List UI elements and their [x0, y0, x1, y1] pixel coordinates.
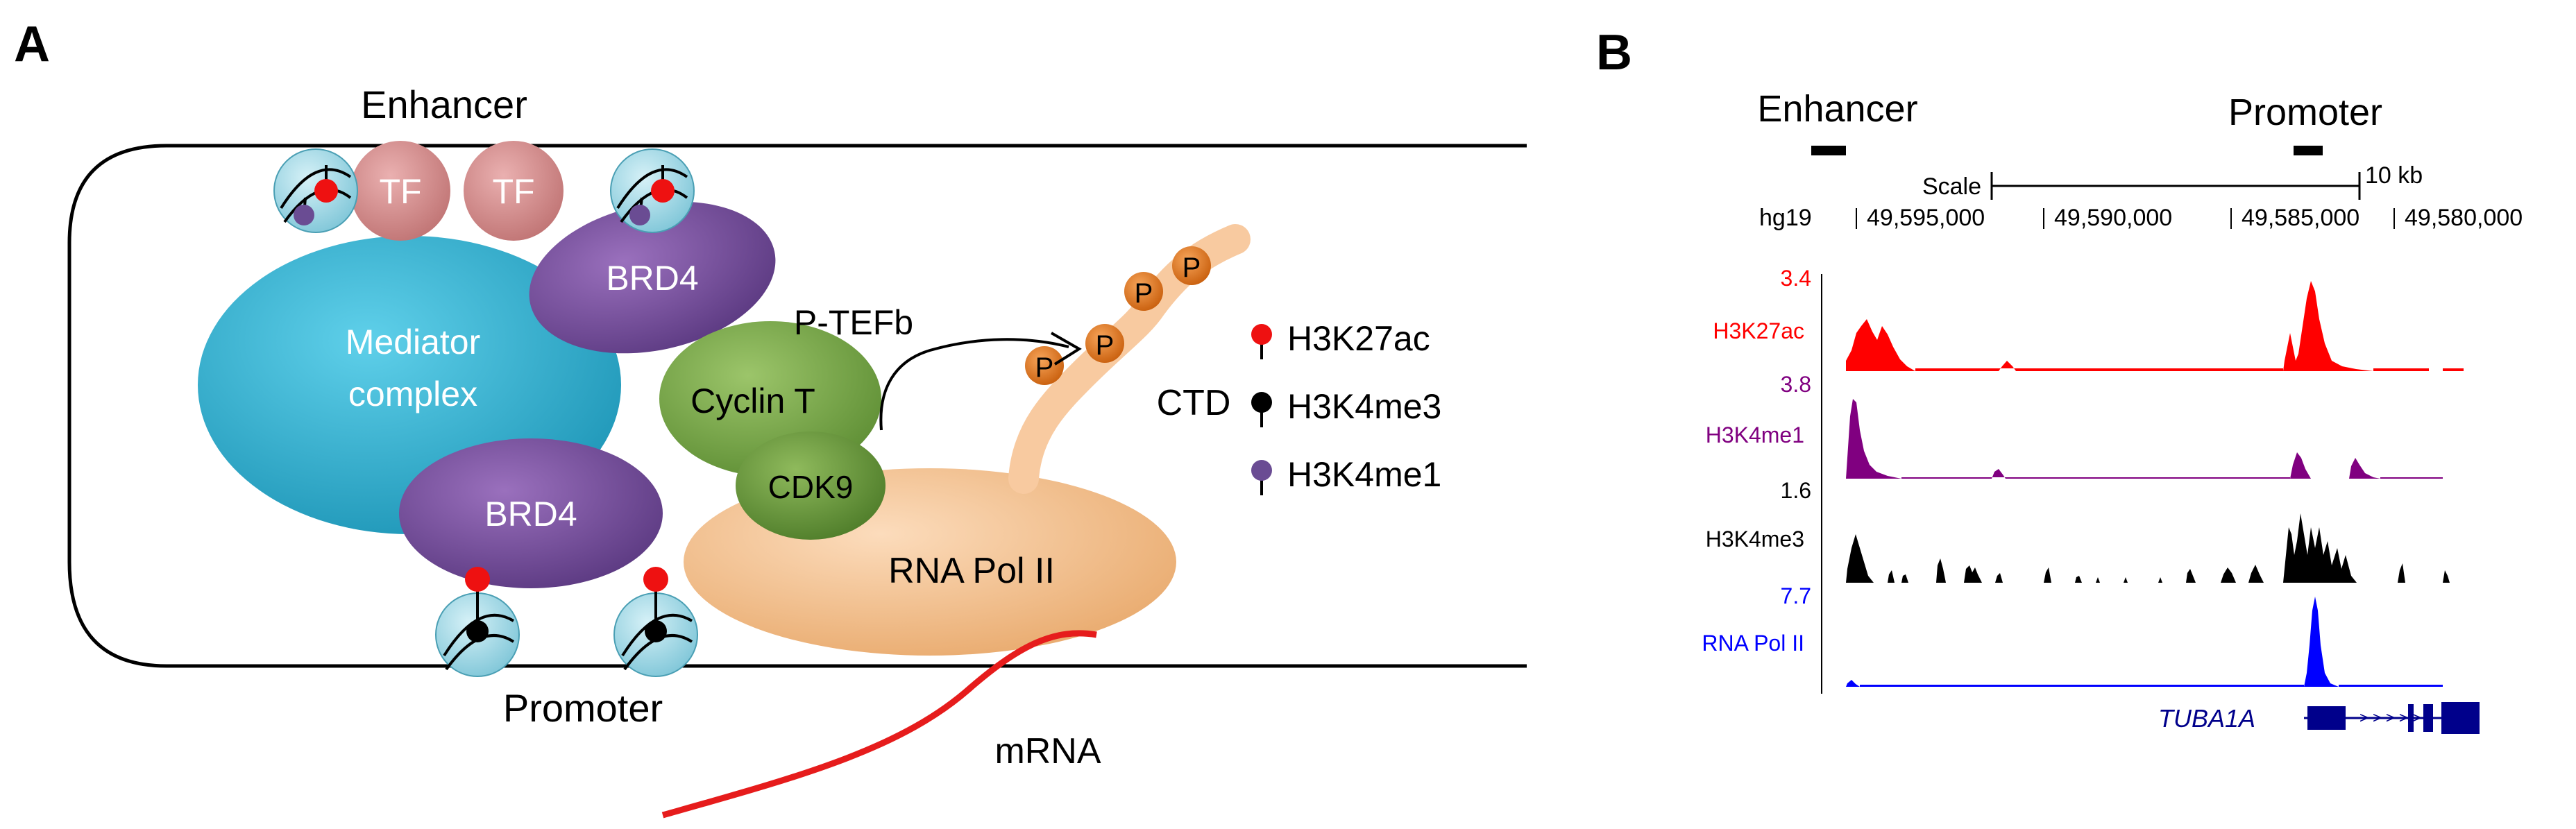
panel-a: A Enhancer Promoter Mediator complex TF …: [14, 17, 1527, 819]
signal-h3k4me1: [1846, 399, 2443, 479]
cyclin-t-label: Cyclin T: [690, 382, 815, 420]
gene-exon: [2307, 706, 2346, 730]
phosphate-label: P: [1096, 330, 1115, 361]
h3k27ac-mark: [651, 179, 675, 203]
phosphorylation-arrow: [879, 338, 1069, 431]
phospho-group-4: P: [1172, 246, 1211, 285]
assembly-label: hg19: [1759, 205, 1812, 231]
phosphate-circle: [1172, 246, 1211, 285]
mediator-label-line1: Mediator: [346, 323, 481, 361]
gene-exon: [2441, 702, 2480, 734]
rna-pol-ii-label: RNA Pol II: [888, 551, 1055, 591]
h3k4me1-mark: [629, 205, 650, 225]
nucleosome-enhancer-right: [610, 148, 695, 233]
dna-wrap: [616, 168, 688, 210]
h3k27ac-mark: [643, 567, 668, 592]
phosphate-label: P: [1135, 278, 1153, 309]
tf-circle: [464, 141, 564, 241]
track-max: 3.4: [1781, 266, 1811, 291]
mediator-label-line2: complex: [348, 375, 477, 413]
scale-label: Scale: [1922, 173, 1981, 200]
phospho-group-2: P: [1085, 324, 1124, 363]
phosphate-circle: [1124, 272, 1163, 311]
legend-swatch: [1251, 460, 1272, 481]
track-rna-pol-ii: [1846, 597, 2443, 687]
track-max: 7.7: [1781, 583, 1811, 608]
strand-arrows: > > > > >: [2359, 709, 2421, 726]
track-name: H3K4me3: [1706, 527, 1804, 552]
scale-value: 10 kb: [2365, 162, 2423, 189]
nucleosome-enhancer-left: [273, 148, 358, 233]
tf-label: TF: [379, 172, 421, 211]
panel-b-label: B: [1596, 25, 1632, 80]
track-name: H3K27ac: [1713, 318, 1804, 343]
phosphate-label: P: [1183, 253, 1201, 283]
h3k4me3-mark: [466, 620, 489, 642]
gene-exon: [2423, 704, 2433, 732]
coordinate-label: 49,595,000: [1867, 205, 1985, 231]
coordinate-label: 49,590,000: [2054, 205, 2172, 231]
legend-swatch: [1251, 324, 1272, 345]
track-max: 1.6: [1781, 478, 1811, 503]
track-h3k27ac: [1846, 281, 2464, 371]
phospho-group-3: P: [1124, 272, 1163, 311]
dna-wrap: [280, 168, 352, 210]
browser-enhancer-label: Enhancer: [1757, 88, 1917, 130]
tf-label: TF: [492, 172, 534, 211]
browser-promoter-label: Promoter: [2228, 92, 2382, 133]
promoter-label: Promoter: [503, 686, 663, 730]
promoter-region-bar: [2294, 146, 2323, 155]
track-name: H3K4me1: [1706, 422, 1804, 447]
legend-label: H3K27ac: [1287, 319, 1430, 358]
nucleosome-promoter-left: [435, 567, 520, 677]
nucleosome-promoter-right: [613, 567, 698, 677]
legend-label: H3K4me3: [1287, 387, 1441, 426]
mrna-label: mRNA: [994, 731, 1101, 771]
legend-item-h3k27ac: H3K27ac: [1251, 319, 1430, 359]
coordinate-label: 49,580,000: [2405, 205, 2523, 231]
legend-swatch: [1251, 392, 1272, 413]
phosphate-circle: [1025, 346, 1064, 385]
dna-loop-outline: [67, 144, 1527, 668]
cdk9: [736, 431, 886, 540]
gene-label: TUBA1A: [2158, 704, 2255, 733]
gene-model-tuba1a: TUBA1A > > > > >: [2158, 702, 2480, 734]
enhancer-region-bar: [1811, 146, 1846, 155]
ctd-label: CTD: [1157, 383, 1231, 423]
phosphate-label: P: [1035, 352, 1054, 383]
arrow-head: [1051, 332, 1082, 366]
tf-circle: [350, 141, 450, 241]
cdk9-label: CDK9: [768, 469, 854, 505]
ptefb-label: P-TEFb: [794, 303, 913, 342]
legend-item-h3k4me1: H3K4me1: [1251, 455, 1441, 495]
enhancer-label: Enhancer: [361, 83, 527, 126]
panel-b: B Enhancer Promoter Scale 10 kb hg19 49,…: [1596, 25, 2523, 734]
track-max: 3.8: [1781, 372, 1811, 397]
panel-a-label: A: [14, 17, 50, 72]
h3k27ac-mark: [314, 179, 338, 203]
signal-rna-pol-ii: [1846, 597, 2443, 687]
legend-item-h3k4me3: H3K4me3: [1251, 387, 1441, 427]
phospho-group-1: P: [1025, 346, 1064, 385]
track-h3k4me1: [1846, 399, 2443, 479]
brd4-label: BRD4: [606, 259, 698, 298]
signal-h3k4me3: [1846, 513, 2450, 583]
signal-h3k27ac: [1846, 281, 2464, 371]
phosphate-circle: [1085, 324, 1124, 363]
brd4-label: BRD4: [484, 495, 577, 533]
h3k27ac-mark: [465, 567, 490, 592]
gene-exon: [2408, 704, 2414, 732]
h3k4me3-mark: [645, 620, 667, 642]
legend-label: H3K4me1: [1287, 455, 1441, 494]
legend: H3K27ac H3K4me3 H3K4me1: [1251, 319, 1441, 495]
coordinate-label: 49,585,000: [2242, 205, 2359, 231]
track-h3k4me3: [1846, 513, 2450, 583]
track-name: RNA Pol II: [1702, 631, 1804, 656]
h3k4me1-mark: [294, 205, 314, 225]
brd4-lower: [399, 438, 663, 588]
brd4-upper: [529, 201, 776, 354]
mrna-strand: [661, 630, 1097, 819]
